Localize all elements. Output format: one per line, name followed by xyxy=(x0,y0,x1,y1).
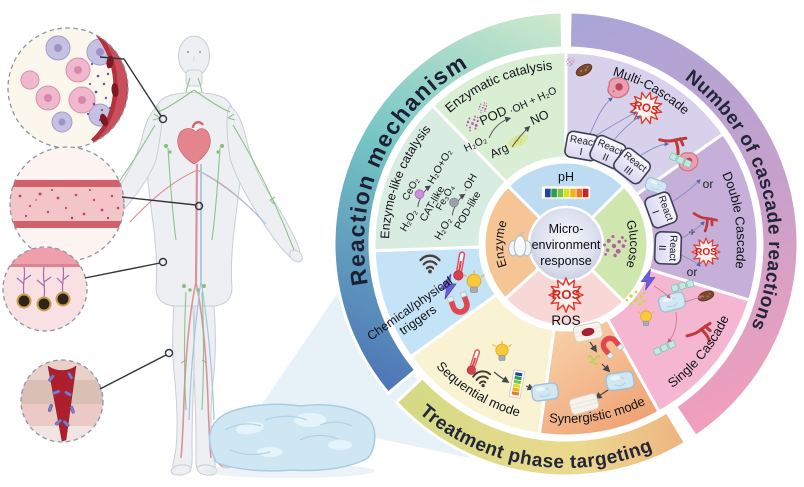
svg-text:ROS: ROS xyxy=(695,247,717,258)
nanoparticle-dots xyxy=(86,62,112,122)
single-cascade-content xyxy=(625,268,716,356)
enzyme-label: Enzyme xyxy=(492,219,510,270)
outer-ring xyxy=(332,10,800,478)
color-indicator-strip xyxy=(508,369,526,399)
ros-burst: ROS xyxy=(691,237,721,267)
react-box-2: React II xyxy=(653,230,683,266)
wound-gash xyxy=(47,365,77,442)
svg-text:II: II xyxy=(601,152,611,164)
wound-patch-icon xyxy=(572,320,604,344)
sector-enzyme-like xyxy=(372,104,508,253)
callout-tumor-cells xyxy=(7,27,129,149)
ros-label: ROS xyxy=(551,313,580,328)
svg-text:I: I xyxy=(649,209,660,215)
sequential-content xyxy=(465,340,560,403)
heart xyxy=(177,120,211,165)
double-cascade-content: or + ROS or React I React II xyxy=(643,152,721,293)
callout-skin-nerves xyxy=(2,246,88,332)
svg-text:React: React xyxy=(569,134,597,149)
svg-text:Micro-: Micro- xyxy=(549,222,584,236)
callout-wound xyxy=(20,359,104,443)
ph-label: pH xyxy=(558,170,574,184)
synergistic-content xyxy=(567,320,636,416)
svg-text:response: response xyxy=(540,254,591,268)
svg-text:II: II xyxy=(656,245,667,251)
inner-ring xyxy=(482,160,650,328)
react-box-1: React I xyxy=(644,191,678,229)
hydrogel-icon xyxy=(530,381,560,403)
arc-cascade-count xyxy=(567,10,800,438)
glucose-label: Glucose xyxy=(623,218,641,269)
circulating-particles xyxy=(18,189,120,220)
or-label: or xyxy=(687,265,698,279)
svg-text:ROS: ROS xyxy=(552,287,581,302)
ph-strip xyxy=(541,185,591,200)
bacteria-rods xyxy=(47,371,75,427)
sector-sequential xyxy=(409,293,556,436)
svg-text:environment: environment xyxy=(532,238,601,252)
multi-cascade-content: ROS React I React II React III xyxy=(564,57,693,185)
callout-leaders xyxy=(84,56,204,390)
arc-treatment xyxy=(394,376,687,478)
svg-text:React: React xyxy=(667,235,679,262)
hydrogel-icon xyxy=(604,370,636,392)
ros-burst-inner: ROS xyxy=(548,277,584,313)
middle-ring xyxy=(372,50,760,438)
hydrogel-block xyxy=(208,403,376,472)
callout-blood-vessel xyxy=(9,146,125,262)
or-label: or xyxy=(703,177,714,191)
center-label: Micro- environment response xyxy=(532,222,601,268)
react-box-3: React III xyxy=(613,147,651,185)
ros-burst: ROS xyxy=(625,87,667,129)
svg-text:I: I xyxy=(579,147,584,158)
arc-reaction-mechanism xyxy=(332,10,565,395)
svg-text:ROS: ROS xyxy=(632,99,660,118)
